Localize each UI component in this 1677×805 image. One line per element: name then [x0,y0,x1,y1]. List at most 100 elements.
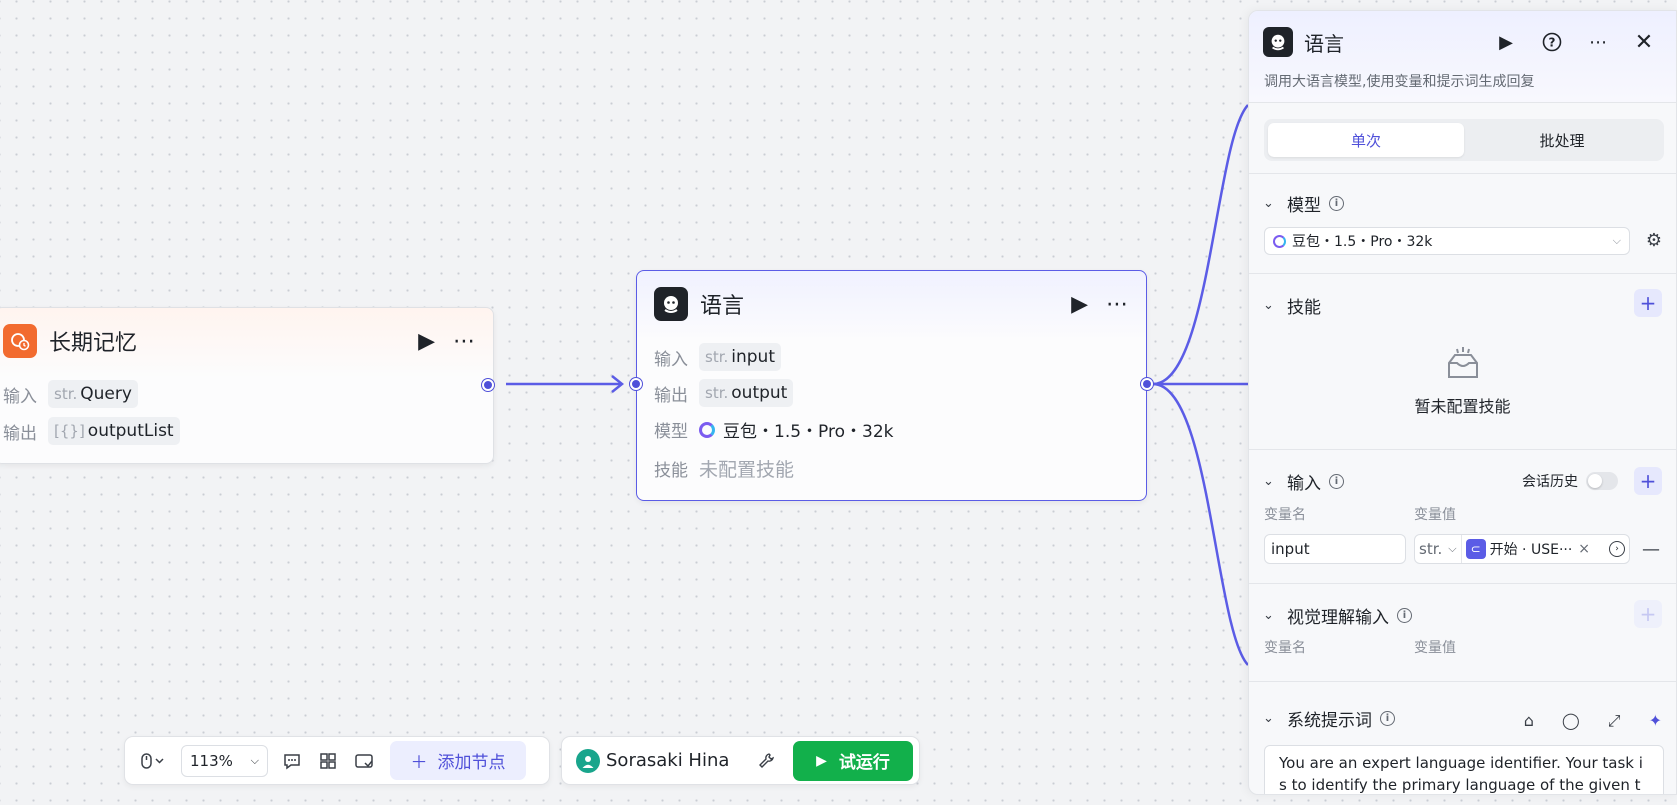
model-section-title: 模型 [1287,196,1321,216]
close-icon[interactable]: ✕ [1634,29,1654,55]
model-select[interactable]: 豆包・1.5・Pro・32k ⌵ [1264,227,1630,255]
lang-node[interactable]: 语言 ▶ ⋯ 输入 str.input 输出 str.output 模型 豆包・… [630,270,1153,501]
prompt-library-icon[interactable]: ⌂ [1523,711,1534,730]
skill-value: 未配置技能 [699,459,795,481]
type-label: str. [1419,540,1443,558]
var-value-label: 变量值 [1414,640,1456,656]
add-skill-button[interactable]: + [1634,289,1662,317]
add-node-label: 添加节点 [437,753,506,773]
play-icon[interactable]: ▶ [1499,31,1513,53]
chat-history-toggle-row: 会话历史 [1522,471,1618,491]
divider [1249,583,1676,584]
add-node-button[interactable]: ＋ 添加节点 [390,741,526,780]
input-label: 输入 [3,386,37,407]
lang-input-port[interactable] [630,378,642,390]
var-name-label: 变量名 [1264,507,1306,523]
type-label: str. [54,385,78,403]
info-icon[interactable]: i [1329,196,1344,211]
lang-skill-row: 技能 未配置技能 [654,455,794,482]
gear-icon[interactable]: ⚙ [1645,230,1662,251]
divider [1249,173,1676,174]
layout-icon[interactable] [310,743,346,779]
more-icon[interactable]: ⋯ [1589,31,1607,53]
variable-picker-icon[interactable]: › [1609,541,1625,557]
zoom-select[interactable]: 113% ⌵ [181,744,268,777]
input-section-header[interactable]: ⌄ 输入 i [1263,469,1344,494]
divider [1249,273,1676,274]
comment-icon[interactable] [274,743,310,779]
chat-history-label: 会话历史 [1522,474,1578,490]
model-label: 模型 [654,422,688,442]
chevron-down-icon: ⌄ [1263,608,1274,623]
bulb-icon[interactable]: ◯ [1561,711,1580,730]
chevron-down-icon: ⌵ [1448,542,1457,555]
canvas-toolbar: 113% ⌵ ＋ 添加节点 [124,736,550,785]
chevron-down-icon: ⌄ [1263,474,1274,489]
memory-output-port[interactable] [482,379,494,391]
test-run-button[interactable]: ▶ 试运行 [793,740,913,781]
more-icon[interactable]: ⋯ [453,328,475,354]
expand-icon[interactable]: ⤢ [1607,711,1621,730]
doubao-model-icon [1273,234,1286,248]
info-icon[interactable]: i [1397,608,1412,623]
llm-icon [654,287,688,321]
mode-tabs: 单次 批处理 [1264,119,1664,161]
wrench-icon[interactable] [749,743,785,779]
input-name-field[interactable]: input [1264,534,1406,564]
divider [1249,681,1676,682]
add-vision-input-button[interactable]: + [1634,600,1662,628]
panel-title: 语言 [1304,32,1344,56]
type-select[interactable]: str. ⌵ [1419,535,1462,563]
panel-description: 调用大语言模型,使用变量和提示词生成回复 [1264,74,1535,90]
skill-section-title: 技能 [1287,298,1321,318]
tab-single[interactable]: 单次 [1268,123,1464,157]
play-icon[interactable]: ▶ [1071,291,1088,317]
skill-section-header[interactable]: ⌄ 技能 [1263,293,1321,318]
svg-text:?: ? [1549,36,1556,50]
type-label: str. [705,348,729,366]
system-prompt-editor[interactable]: You are an expert language identifier. Y… [1264,745,1664,794]
vision-section-header[interactable]: ⌄ 视觉理解输入 i [1263,603,1412,628]
minimap-icon[interactable] [346,743,382,779]
input-value: input [731,347,775,367]
output-label: 输出 [654,385,688,406]
skill-empty-label: 暂未配置技能 [1414,397,1511,416]
input-section-title: 输入 [1287,474,1321,494]
chevron-down-icon: ⌄ [1263,711,1274,726]
run-toolbar: Sorasaki Hina ▶ 试运行 [561,736,920,785]
chevron-down-icon: ⌵ [250,753,259,767]
memory-node[interactable]: 长期记忆 ▶ ⋯ 输入 str.Query 输出 [{}]outputList [0,307,494,464]
user-chip[interactable]: Sorasaki Hina [576,748,729,773]
info-icon[interactable]: i [1329,474,1344,489]
lang-node-title: 语言 [700,294,745,319]
play-icon[interactable]: ▶ [418,328,435,354]
remove-icon[interactable]: × [1578,541,1591,557]
output-value: outputList [87,421,174,441]
info-icon[interactable]: i [1380,711,1395,726]
tab-batch[interactable]: 批处理 [1539,131,1585,150]
help-icon[interactable]: ? [1540,30,1564,54]
model-value: 豆包・1.5・Pro・32k [723,422,894,442]
input-value-field[interactable]: str. ⌵ ⊂ 开始 · USE··· × › [1414,534,1630,564]
skill-label: 技能 [654,461,688,481]
remove-row-icon[interactable]: — [1642,539,1660,560]
lang-output-port[interactable] [1141,378,1153,390]
variable-reference[interactable]: ⊂ 开始 · USE··· × [1465,539,1591,559]
empty-box-icon [1447,347,1478,378]
avatar [576,748,600,773]
lang-model-row: 模型 豆包・1.5・Pro・32k [654,417,893,442]
mouse-mode-icon[interactable] [131,743,175,779]
prompt-section-header[interactable]: ⌄ 系统提示词 i [1263,706,1395,731]
chevron-down-icon: ⌄ [1263,196,1274,211]
more-icon[interactable]: ⋯ [1106,291,1128,317]
input-value: Query [80,384,132,404]
vision-section-title: 视觉理解输入 [1287,608,1389,628]
output-value: output [731,383,788,403]
chat-history-toggle[interactable] [1586,472,1618,490]
start-node-icon: ⊂ [1465,539,1486,559]
ai-generate-icon[interactable]: ✦ [1648,711,1662,730]
model-section-header[interactable]: ⌄ 模型 i [1263,191,1344,216]
edge-lang-out-3 [1152,382,1249,666]
add-input-button[interactable]: + [1634,467,1662,495]
